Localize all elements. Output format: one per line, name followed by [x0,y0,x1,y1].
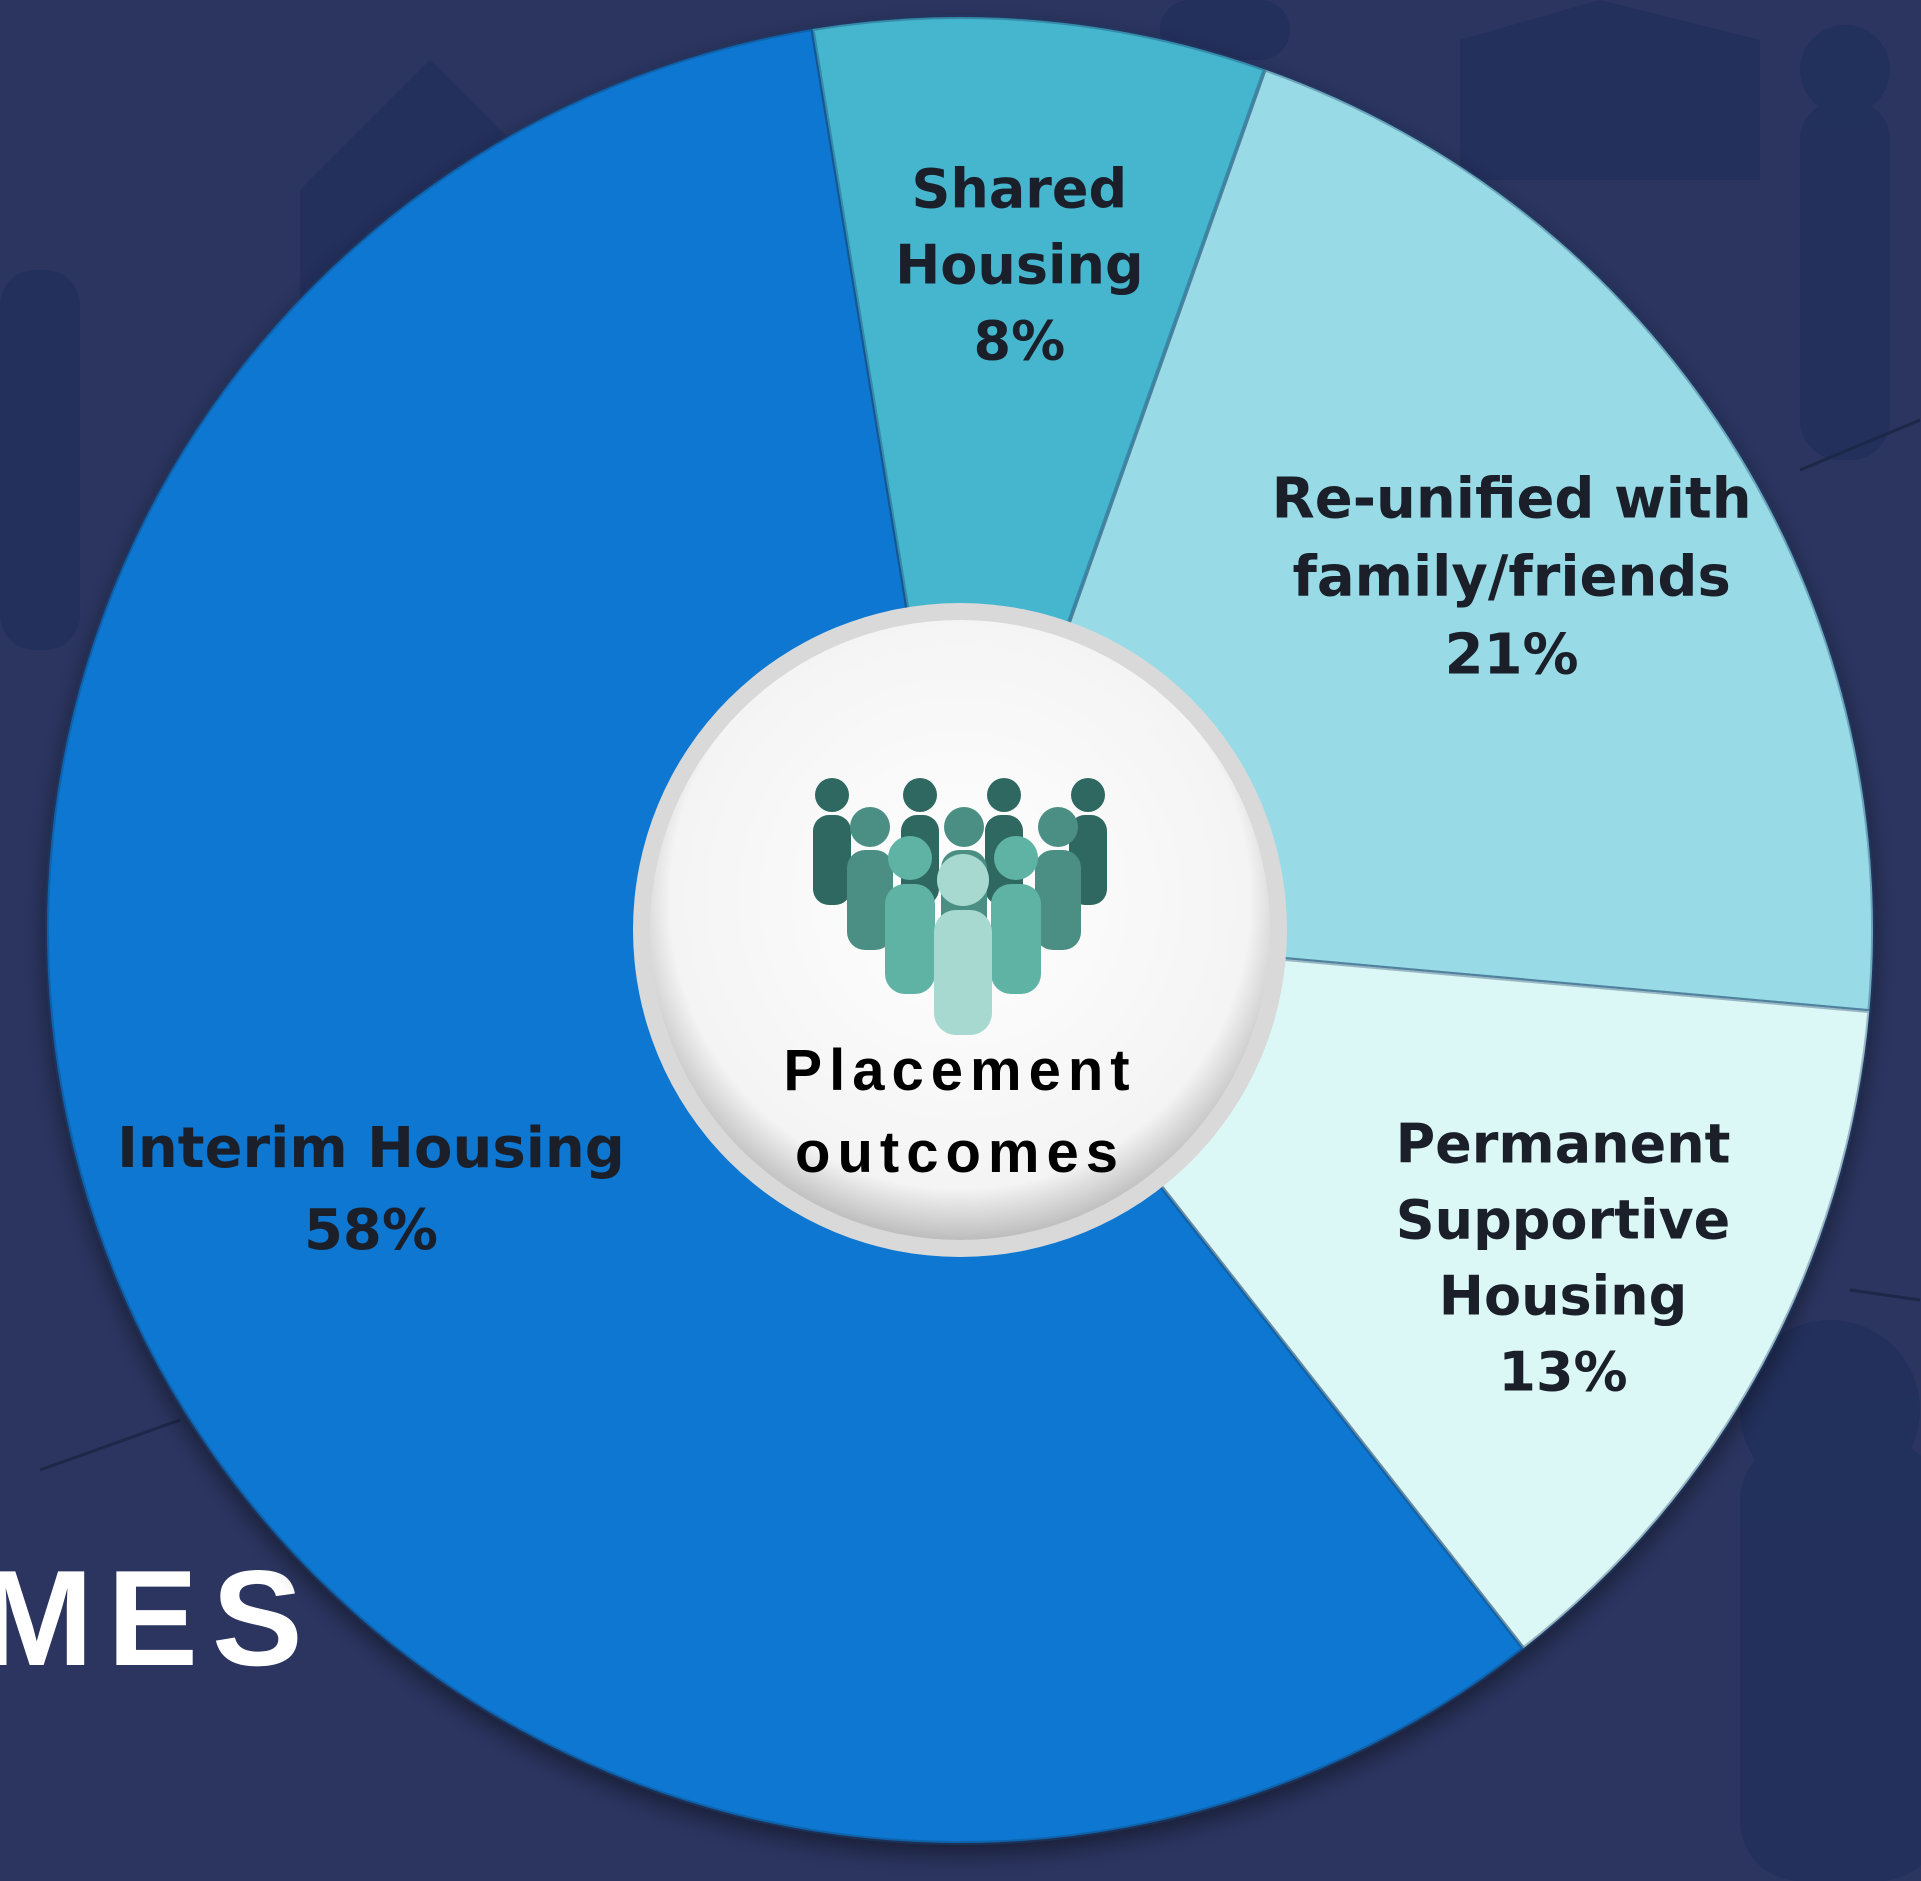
people-group-icon [813,778,1107,1035]
person-silhouette [1160,0,1290,60]
network-line [1799,418,1921,472]
labels-group: Re-unified with family/friends 21% Permanen… [117,158,1752,1404]
background-title-fragment: MES [0,1542,317,1694]
person-silhouette [0,270,80,650]
network-line [39,1418,181,1472]
slice-1-percent-label: 13% [1498,1340,1627,1403]
slice-1-label-line: Permanent [1396,1112,1731,1175]
person-silhouette [1800,100,1890,460]
person-silhouette [1800,25,1890,115]
slice-2-percent-label: 58% [304,1198,438,1263]
slice-0-label-line: family/friends [1292,544,1730,609]
center-badge: Placement outcomes [633,603,1287,1257]
slice-1-label-line: Supportive [1396,1188,1731,1251]
center-title-line1: Placement [783,1038,1136,1103]
slices-group [45,15,1875,1845]
slice-1-label-line: Housing [1439,1264,1687,1327]
network-line [1849,1288,1921,1302]
slice-2-label-line: Interim Housing [117,1116,625,1181]
slice-0-percent-label: 21% [1445,622,1579,687]
slice-3-label-line: Housing [895,234,1143,297]
house-silhouette [1460,0,1760,180]
slice-3-label-line: Shared [912,158,1128,221]
center-title-line2: outcomes [795,1120,1125,1185]
slice-3-percent-label: 8% [974,310,1066,373]
person-silhouette [1740,1320,1920,1500]
slice-0-label-line: Re-unified with [1272,466,1752,531]
person-silhouette [1740,1440,1921,1881]
